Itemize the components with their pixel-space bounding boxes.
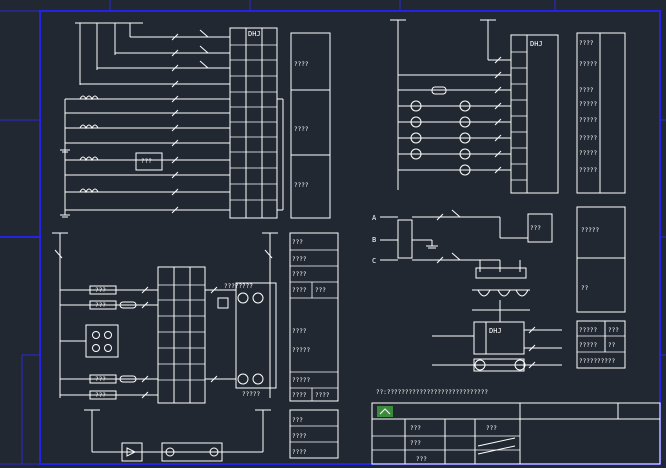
wire-tick bbox=[171, 80, 179, 88]
wire-tick bbox=[171, 109, 179, 117]
wire-tick bbox=[436, 256, 444, 264]
relay-box-label: ??? bbox=[141, 158, 152, 165]
chart-bottom-left-8: ????? bbox=[292, 377, 310, 384]
circuit-three-phase: A B C ??? DHJ bbox=[372, 209, 562, 372]
chart-top-left-1: ???? bbox=[294, 61, 309, 68]
chart-top-right-7: ????? bbox=[579, 150, 597, 157]
chart-bottom-right-5: ?????????? bbox=[579, 358, 616, 365]
bottom-contact-label: ????? bbox=[242, 391, 260, 398]
wire-tick bbox=[494, 86, 502, 94]
title-block-4: ??? bbox=[486, 425, 497, 432]
chart-mid-right-2: ?? bbox=[581, 285, 589, 292]
wire-tick bbox=[528, 344, 536, 352]
top-contact-label: ???????? bbox=[224, 283, 253, 290]
wire-tick bbox=[141, 301, 149, 309]
chart-top-left-3: ???? bbox=[294, 182, 309, 189]
wire-tick bbox=[171, 64, 179, 72]
chart-mid-right: ????? ?? bbox=[576, 206, 626, 313]
logo-icon bbox=[377, 406, 393, 417]
circuit-top-left: ??? DHJ bbox=[60, 22, 284, 219]
chart-mid-right-1: ????? bbox=[581, 227, 599, 234]
title-block-2: ??? bbox=[410, 440, 421, 447]
chart-top-right-6: ????? bbox=[579, 135, 597, 142]
wire-tick bbox=[494, 102, 502, 110]
wire-tick bbox=[171, 139, 179, 147]
dhj-top-left-label: DHJ bbox=[248, 30, 261, 38]
tr-box-label: ??? bbox=[530, 225, 541, 232]
wire-tick bbox=[141, 391, 149, 399]
circuit-top-right: DHJ bbox=[390, 19, 559, 194]
chart-top-right-2: ????? bbox=[579, 61, 597, 68]
wire-tick bbox=[171, 49, 179, 57]
wire-tick bbox=[494, 118, 502, 126]
wire-tick bbox=[141, 375, 149, 383]
title-block: ??? ??? ??? ??? bbox=[371, 402, 661, 465]
chart-bottom-left-10: ???? bbox=[315, 392, 330, 399]
wire-tick bbox=[171, 156, 179, 164]
wire-tick bbox=[171, 171, 179, 179]
chart-top-left: ???? ???? ???? bbox=[290, 32, 331, 219]
wire-tick bbox=[494, 56, 502, 64]
wire-tick bbox=[494, 71, 502, 79]
circuit-bottom-left: ??? ??? ??? ??? ???????? ????? bbox=[52, 232, 278, 462]
left-box-4: ??? bbox=[95, 392, 106, 399]
left-box-2: ??? bbox=[95, 302, 106, 309]
wire-tick bbox=[436, 213, 444, 221]
chart-bottom-left-6: ???? bbox=[292, 328, 307, 335]
phase-b-label: B bbox=[372, 236, 376, 244]
wire-tick bbox=[210, 286, 218, 294]
contact-rows bbox=[398, 100, 511, 176]
chart-bottom-right-4: ?? bbox=[608, 342, 616, 349]
chart-top-right-3: ???? bbox=[579, 87, 594, 94]
wire-tick bbox=[171, 33, 179, 41]
chart-bottom-left-4: ???? bbox=[292, 287, 307, 294]
chart-top-left-2: ???? bbox=[294, 126, 309, 133]
chart-bottom-right-2: ??? bbox=[608, 327, 619, 334]
chart-bottom-left-7: ????? bbox=[292, 347, 310, 354]
wire-tick bbox=[494, 150, 502, 158]
chart-top-right-4: ????? bbox=[579, 101, 597, 108]
wire-tick bbox=[528, 326, 536, 334]
wire-tick bbox=[171, 124, 179, 132]
chart-bottom-left-small-2: ???? bbox=[292, 433, 307, 440]
title-block-1: ??? bbox=[410, 425, 421, 432]
chart-bottom-left-small: ??? ???? ???? bbox=[289, 409, 339, 459]
title-block-3: ??? bbox=[416, 456, 427, 463]
chart-top-right-8: ????? bbox=[579, 167, 597, 174]
chart-bottom-right-1: ????? bbox=[579, 327, 597, 334]
wire-tick bbox=[171, 95, 179, 103]
wire-tick bbox=[494, 134, 502, 142]
chart-bottom-left: ??? ???? ???? ???? ??? ???? ????? ????? … bbox=[289, 232, 339, 402]
chart-bottom-right: ????? ??? ????? ?? ?????????? bbox=[576, 320, 626, 369]
wire-tick bbox=[528, 361, 536, 369]
chart-bottom-left-9: ???? bbox=[292, 392, 307, 399]
chart-bottom-right-3: ????? bbox=[579, 342, 597, 349]
phase-a-label: A bbox=[372, 214, 377, 222]
wire-tick bbox=[141, 286, 149, 294]
wire-tick bbox=[494, 166, 502, 174]
chart-bottom-left-1: ??? bbox=[292, 239, 303, 246]
wire-tick bbox=[210, 375, 218, 383]
chart-bottom-left-small-1: ??? bbox=[292, 417, 303, 424]
wire-tick bbox=[171, 188, 179, 196]
phase-c-label: C bbox=[372, 257, 376, 265]
left-box-1: ??? bbox=[95, 287, 106, 294]
wire-tick bbox=[171, 206, 179, 214]
chart-bottom-left-2: ???? bbox=[292, 256, 307, 263]
chart-bottom-left-small-3: ???? bbox=[292, 449, 307, 456]
chart-bottom-left-5: ??? bbox=[315, 287, 326, 294]
chart-top-right: ???? ????? ???? ????? ????? ????? ????? … bbox=[576, 32, 626, 194]
dhj-bottom-right-label: DHJ bbox=[489, 327, 502, 335]
wire-tick-marks bbox=[141, 33, 536, 399]
chart-top-right-5: ????? bbox=[579, 117, 597, 124]
chart-top-right-1: ???? bbox=[579, 40, 594, 47]
left-box-3: ??? bbox=[95, 376, 106, 383]
drawing-note: ??:???????????????????????????? bbox=[376, 389, 488, 396]
dhj-top-right-label: DHJ bbox=[530, 40, 543, 48]
chart-bottom-left-3: ???? bbox=[292, 271, 307, 278]
